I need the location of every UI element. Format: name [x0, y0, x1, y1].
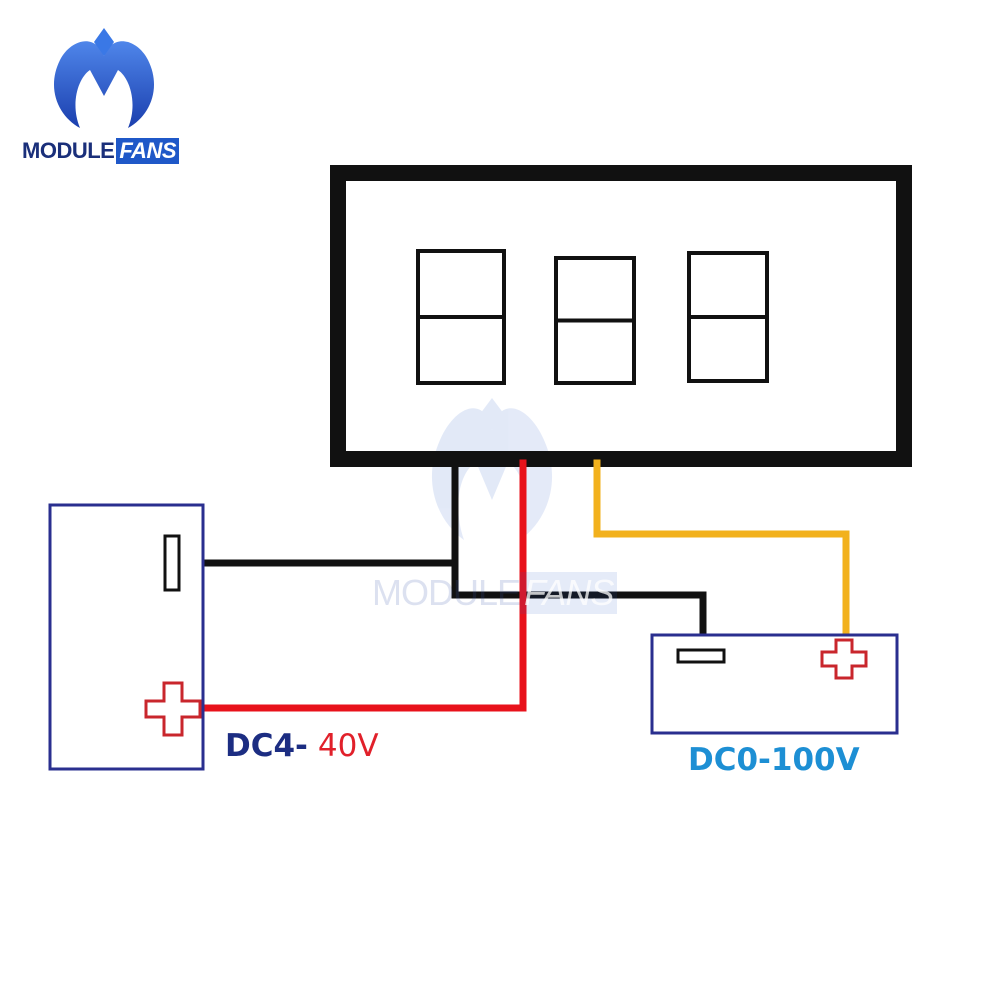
black-wire-measured-negative	[451, 559, 707, 649]
red-wire-supply-positive	[199, 459, 527, 712]
module-fans-logo-icon	[53, 28, 155, 128]
minus-terminal-icon	[676, 648, 726, 664]
measured-voltage-label: DC0-100V	[688, 742, 860, 778]
watermark-logo-icon	[431, 398, 553, 540]
brand-name-part2: FANS	[116, 138, 180, 164]
black-wire-supply-negative	[199, 459, 459, 567]
yellow-wire-measured-positive	[593, 459, 850, 649]
plus-terminal-icon	[820, 638, 868, 680]
watermark-text-part1: MODULE	[372, 572, 521, 613]
minus-terminal-icon	[163, 534, 181, 592]
display-module-frame	[330, 165, 912, 467]
watermark-text-part2: FANS	[520, 572, 618, 614]
supply-voltage-label: DC4-40V	[225, 728, 379, 764]
supply-voltage-label-part2: 40V	[317, 728, 379, 764]
brand-name-part1: MODULE	[22, 138, 115, 163]
supply-voltage-label-part1: DC4-	[225, 728, 308, 764]
plus-terminal-icon	[144, 681, 202, 737]
seven-segment-digits	[416, 249, 769, 385]
wires	[199, 459, 850, 712]
